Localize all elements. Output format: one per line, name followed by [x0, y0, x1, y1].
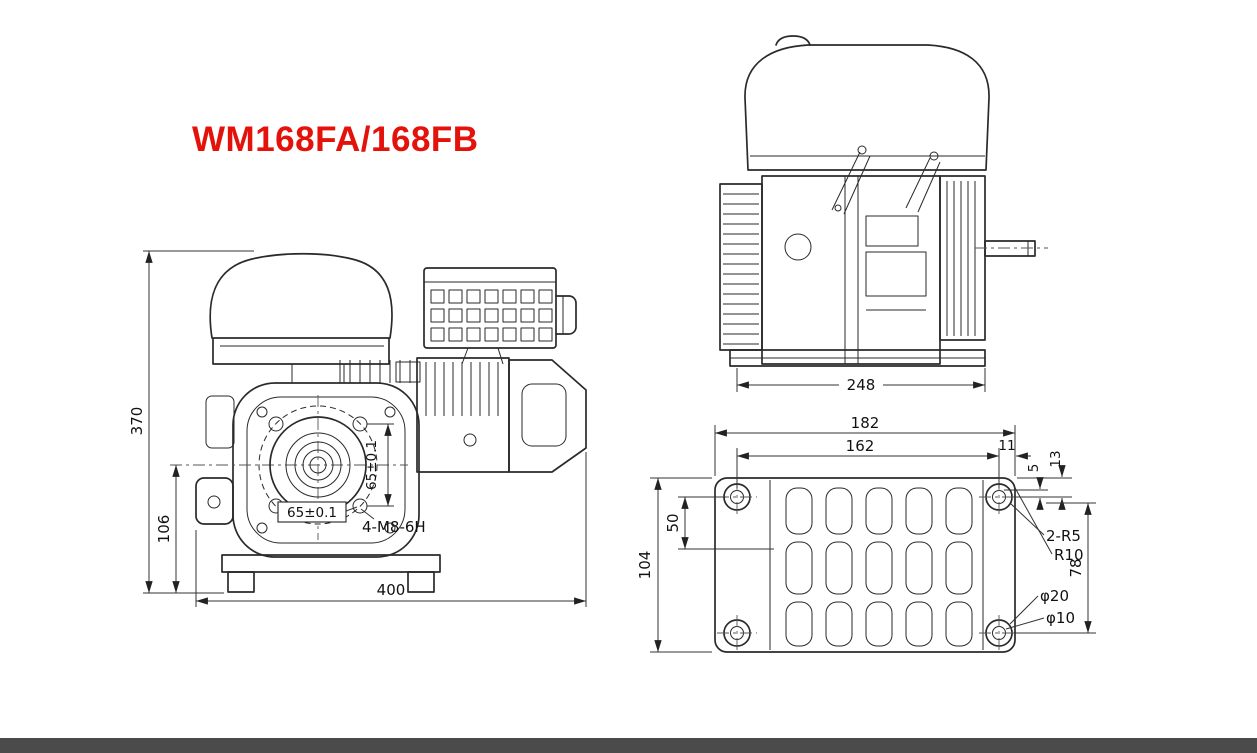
dim-corner-offset: 13 [1014, 450, 1072, 510]
dim-edge-offset: 11 [998, 438, 1031, 460]
footer-bar [0, 738, 1257, 753]
svg-text:106: 106 [155, 515, 173, 544]
fuel-tank-side-icon [744, 35, 990, 171]
cylinder-head-cover-icon [508, 359, 587, 473]
svg-text:182: 182 [851, 414, 880, 432]
svg-text:13: 13 [1048, 450, 1064, 467]
pto-shaft-icon [975, 240, 1048, 257]
base-side-icon [729, 349, 986, 367]
label-mount-thread: 4-M8-6H [360, 508, 426, 536]
corner-hole [717, 615, 757, 651]
dim-bolt-spacing-horizontal: 65±0.1 [277, 501, 358, 523]
page-title: WM168FA/168FB [192, 120, 479, 159]
cylinder-side-icon [939, 175, 986, 341]
svg-text:R10: R10 [1054, 546, 1084, 564]
dim-overall-height: 370 [128, 250, 254, 594]
base-view: 182 162 11 13 [636, 414, 1096, 653]
base-plate-outline [714, 477, 1016, 653]
svg-text:104: 104 [636, 551, 654, 580]
svg-text:5: 5 [1026, 464, 1042, 473]
svg-text:162: 162 [846, 437, 875, 455]
left-protrusions [195, 395, 235, 525]
side-view: 248 [719, 35, 1048, 394]
carburetor-icon [291, 361, 421, 384]
svg-text:φ10: φ10 [1046, 609, 1075, 627]
cylinder-fins-icon [416, 357, 510, 473]
dim-shaft-center-height: 106 [155, 465, 180, 593]
svg-text:400: 400 [377, 581, 406, 599]
dim-base-depth: 104 [636, 477, 712, 653]
recoil-starter-housing-icon [719, 183, 763, 351]
engine-body-side-icon [761, 175, 941, 365]
mounting-bolt-hole [268, 416, 284, 432]
dim-hole-pitch-width: 162 [736, 437, 1000, 488]
corner-hole [979, 615, 1019, 651]
svg-text:2-R5: 2-R5 [1046, 527, 1081, 545]
svg-text:248: 248 [847, 376, 876, 394]
label-fillet-radius: R10 [1013, 485, 1084, 564]
svg-text:78: 78 [1067, 558, 1085, 577]
crankcase-icon [232, 382, 420, 558]
dim-overall-width: 400 [195, 452, 587, 607]
svg-text:11: 11 [998, 438, 1015, 454]
base-feet-icon [221, 554, 441, 593]
rib-slots [785, 487, 973, 647]
svg-text:370: 370 [128, 407, 146, 436]
svg-text:65±0.1: 65±0.1 [364, 440, 380, 490]
air-filter-box-icon [423, 267, 577, 365]
label-corner-radius: 2-R5 [1009, 502, 1081, 545]
label-hole-inner-diameter: φ10 [1005, 609, 1075, 630]
cooling-fins-top [339, 360, 411, 383]
dim-bolt-spacing-vertical: 65±0.1 [364, 423, 394, 507]
dim-slot-offset: 5 [1004, 464, 1048, 510]
tank-bracket-icon [831, 145, 941, 215]
svg-text:50: 50 [664, 513, 682, 532]
front-view: 370 106 400 65±0.1 [128, 250, 587, 607]
dim-hole-pitch-depth: 78 [1014, 502, 1096, 634]
fuel-tank-front-icon [209, 252, 393, 365]
dim-hole-to-edge: 50 [664, 496, 774, 550]
svg-text:4-M8-6H: 4-M8-6H [362, 518, 426, 536]
label-hole-outer-diameter: φ20 [1009, 587, 1069, 625]
dim-base-width: 182 [714, 414, 1016, 476]
svg-text:φ20: φ20 [1040, 587, 1069, 605]
svg-text:65±0.1: 65±0.1 [287, 505, 337, 521]
dim-overall-depth: 248 [736, 368, 986, 394]
